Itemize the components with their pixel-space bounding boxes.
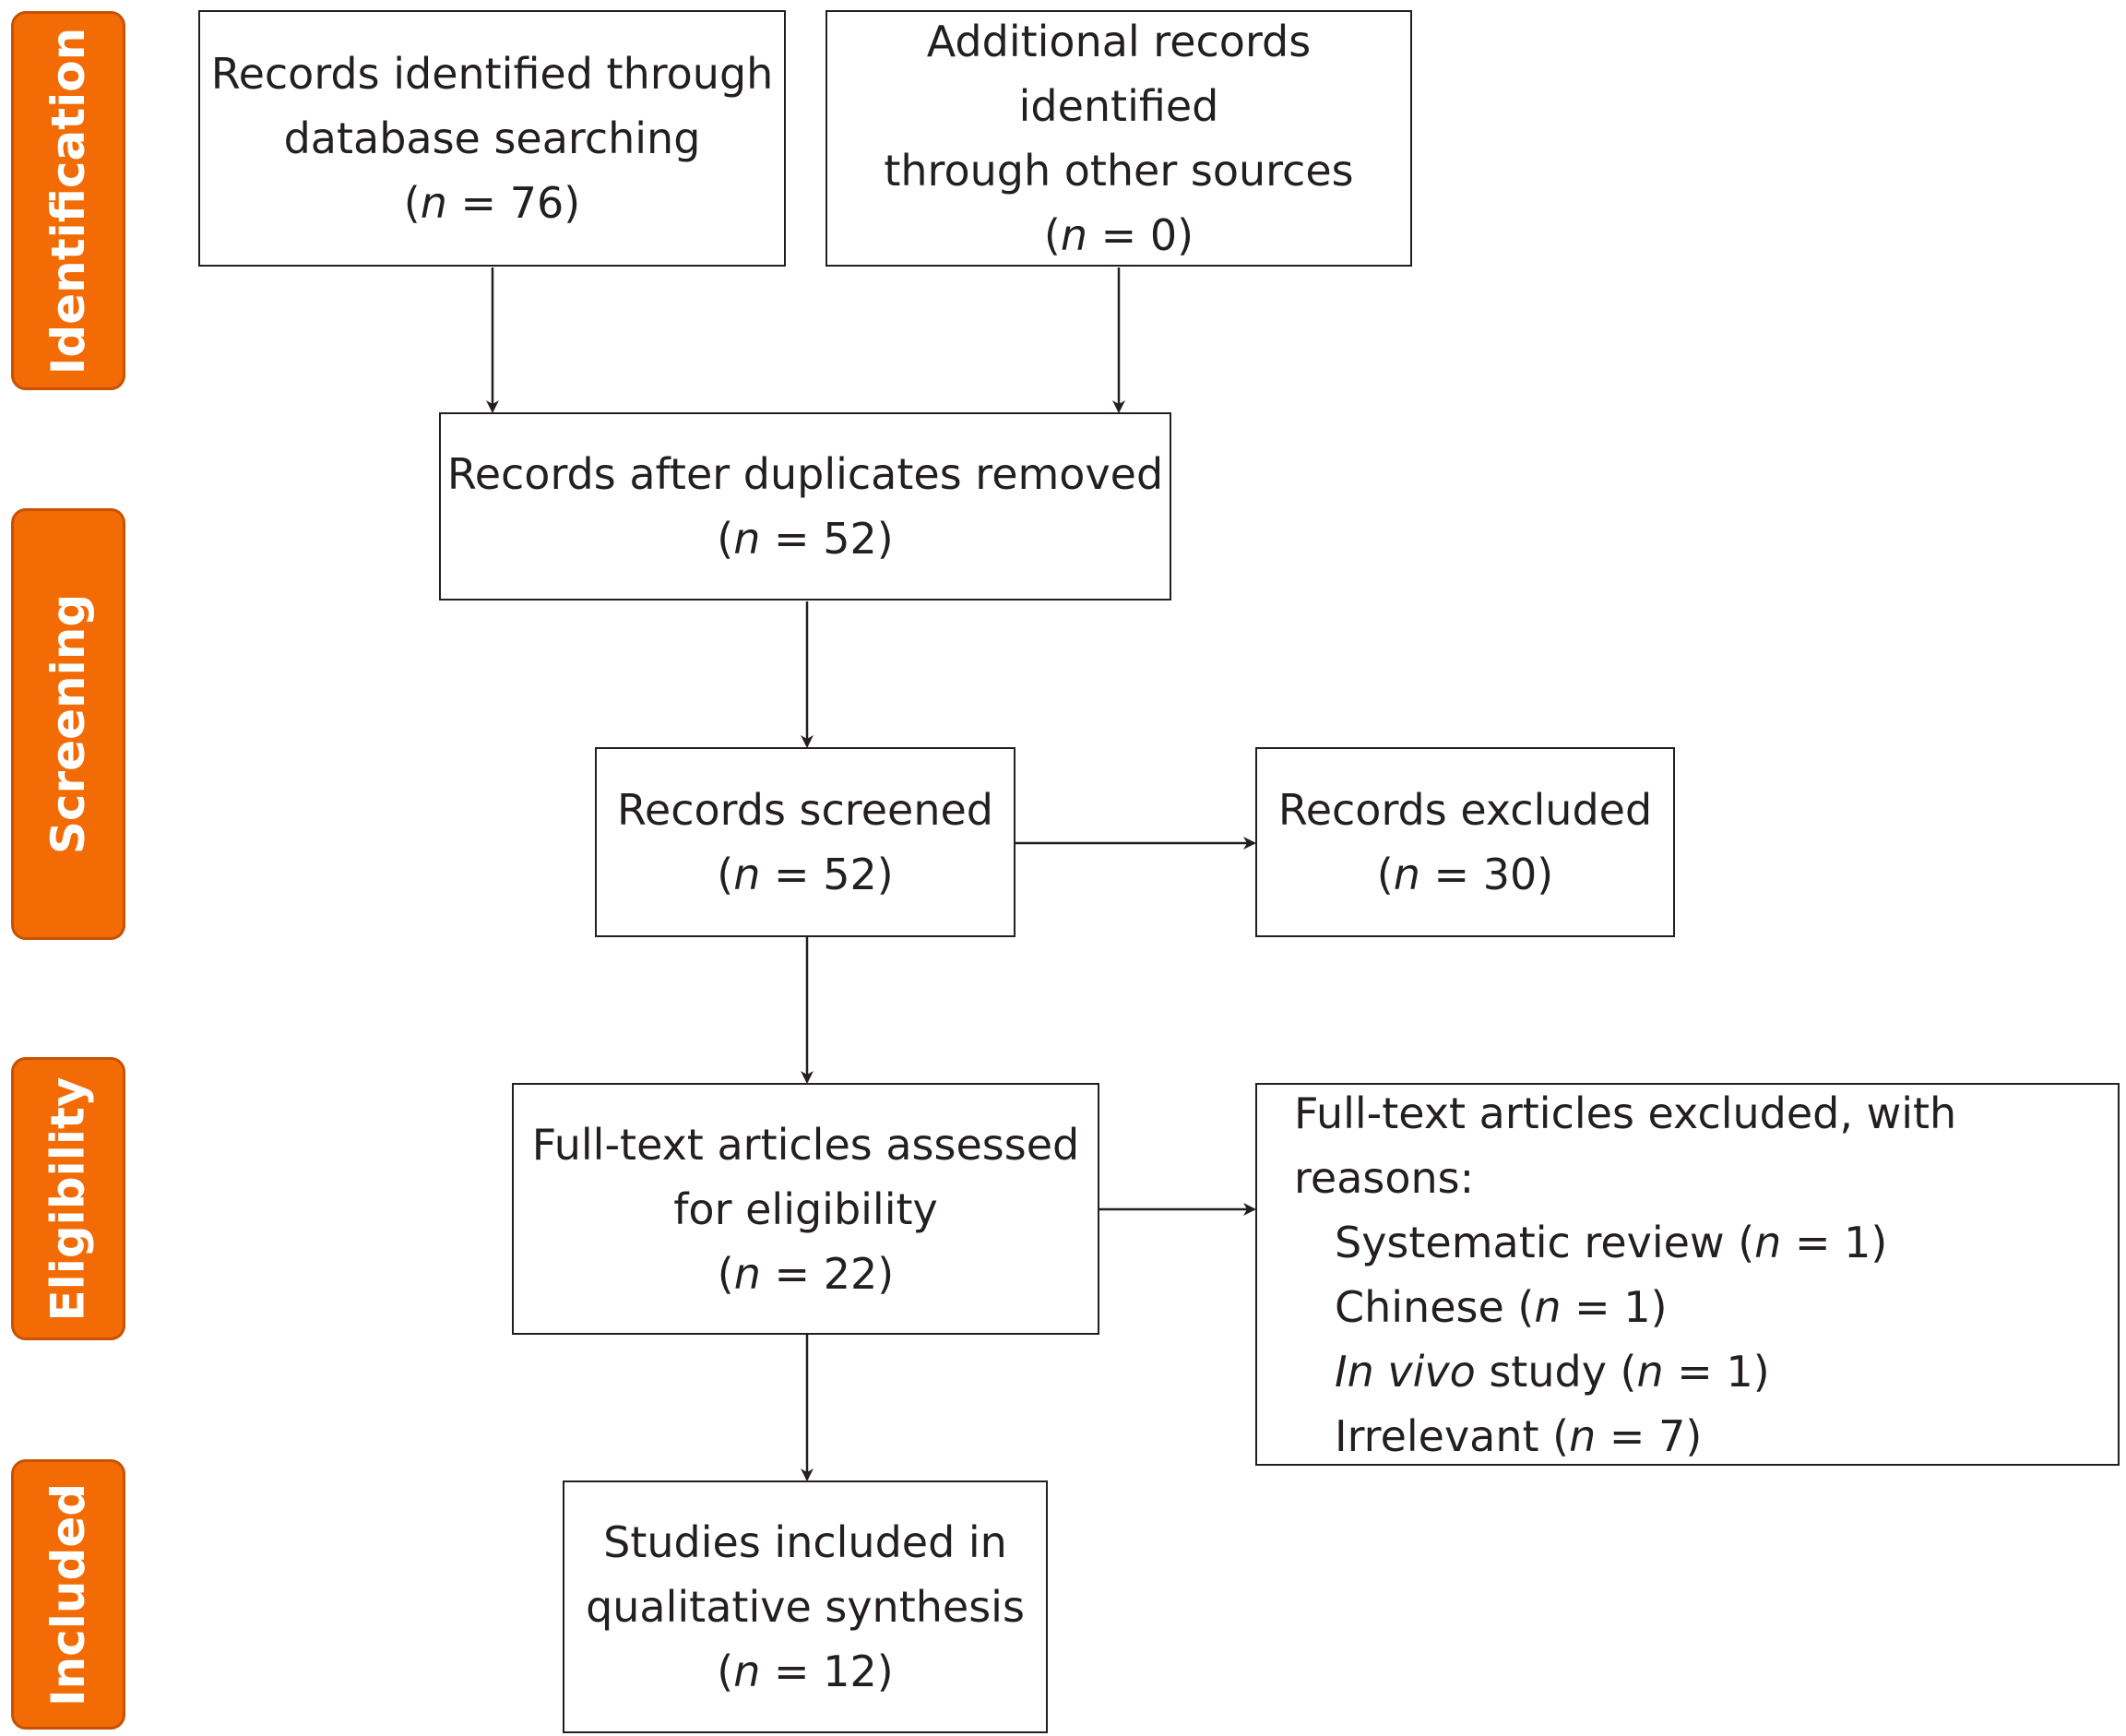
reason-chinese: Chinese (n = 1) — [1335, 1281, 1668, 1332]
box-fulltext-excluded: Full-text articles excluded, with reason… — [1255, 1083, 2120, 1466]
box-records-screened: Records screened (n = 52) — [595, 747, 1015, 937]
other-line2: through other sources — [884, 146, 1354, 196]
fulltext-line2: for eligibility — [673, 1183, 938, 1234]
reason-in-vivo: In vivo study (n = 1) — [1335, 1346, 1770, 1397]
box-other-records: Additional records identified through ot… — [825, 10, 1412, 267]
screened-line1: Records screened — [617, 785, 993, 835]
included-line2: qualitative synthesis — [586, 1582, 1025, 1632]
database-line1: Records identified through — [210, 49, 774, 99]
box-duplicates-removed: Records after duplicates removed (n = 52… — [439, 412, 1171, 600]
reason-irrelevant: Irrelevant (n = 7) — [1335, 1410, 1703, 1461]
box-fulltext-assessed: Full-text articles assessed for eligibil… — [512, 1083, 1099, 1335]
box-studies-included: Studies included in qualitative synthesi… — [563, 1480, 1048, 1733]
excluded-line1: Records excluded — [1277, 785, 1653, 835]
other-line1: Additional records identified — [926, 17, 1312, 131]
fulltext-count: (n = 22) — [717, 1248, 895, 1299]
stage-screening: Screening — [11, 508, 125, 940]
duplicates-count: (n = 52) — [717, 514, 894, 564]
included-line1: Studies included in — [603, 1517, 1007, 1567]
stage-included: Included — [11, 1459, 125, 1730]
screened-count: (n = 52) — [717, 850, 894, 899]
box-records-excluded: Records excluded (n = 30) — [1255, 747, 1675, 937]
database-line2: database searching — [283, 113, 701, 163]
duplicates-line1: Records after duplicates removed — [446, 449, 1164, 499]
box-database-records: Records identified through database sear… — [198, 10, 786, 267]
stage-eligibility: Eligibility — [11, 1057, 125, 1340]
included-count: (n = 12) — [717, 1647, 894, 1696]
excluded-count: (n = 30) — [1376, 850, 1554, 899]
stage-identification: Identification — [11, 11, 125, 390]
database-count: (n = 76) — [403, 178, 581, 228]
reason-systematic-review: Systematic review (n = 1) — [1335, 1217, 1888, 1267]
fulltext-line1: Full-text articles assessed — [531, 1119, 1080, 1170]
fulltext-excluded-heading: Full-text articles excluded, with reason… — [1294, 1088, 1957, 1203]
other-count: (n = 0) — [1043, 210, 1194, 260]
